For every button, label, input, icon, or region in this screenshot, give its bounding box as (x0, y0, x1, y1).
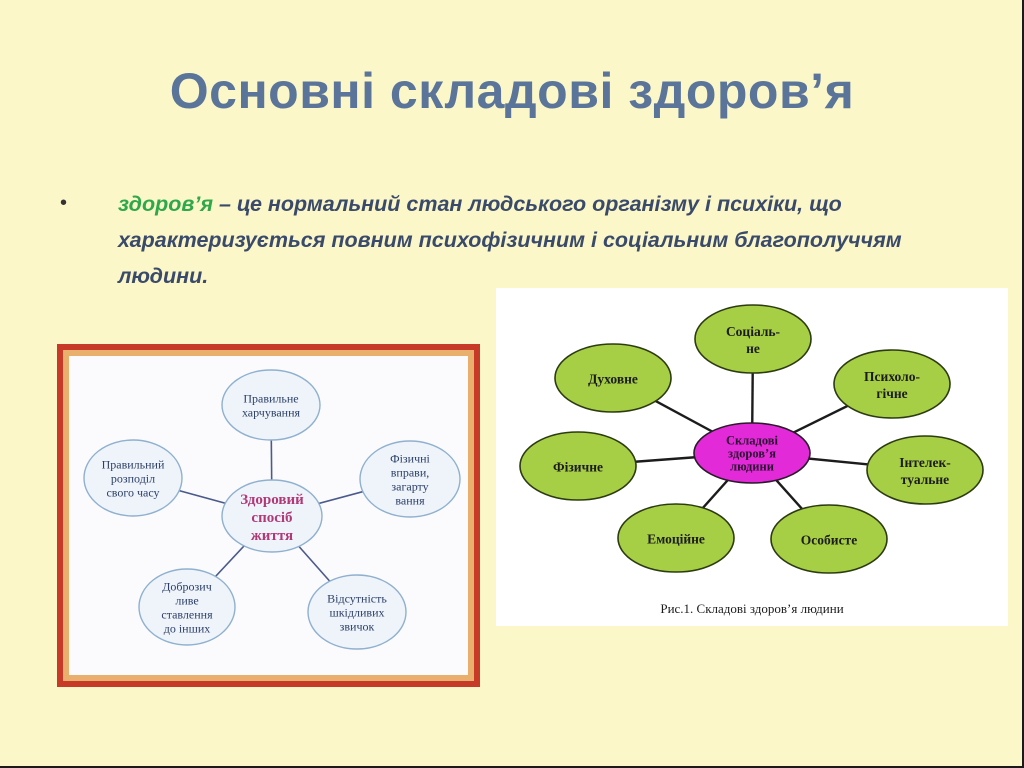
label-spiritual: Духовне (588, 372, 638, 387)
label-psych: Психоло-гічне (864, 369, 920, 401)
node-physical (519, 431, 637, 501)
slide-title: Основні складові здоров’я (169, 63, 855, 119)
definition-term: здоров’я (118, 192, 213, 216)
node-social (694, 304, 812, 374)
label-physical: Фізичне (553, 460, 603, 475)
node-center (693, 422, 811, 484)
definition-paragraph: здоров’я – це нормальний стан людського … (118, 186, 968, 294)
node-nutrition (221, 369, 321, 441)
node-kindness (138, 568, 236, 646)
node-center (221, 479, 323, 553)
diagram-caption: Рис.1. Складові здоров’я людини (660, 601, 843, 616)
node-no-habits (307, 574, 407, 650)
label-personal: Особисте (801, 533, 857, 548)
health-components-svg: Соціаль-неПсихоло-гічнеІнтелек-туальнеОс… (519, 304, 984, 616)
node-spiritual (554, 343, 672, 413)
bullet-marker: • (60, 192, 68, 214)
node-personal (770, 504, 888, 574)
node-emotional (617, 503, 735, 573)
label-intel: Інтелек-туальне (899, 455, 951, 487)
node-psych (833, 349, 951, 419)
label-social: Соціаль-не (726, 324, 780, 356)
node-exercise (359, 440, 461, 518)
node-intel (866, 435, 984, 505)
node-time (83, 439, 183, 517)
label-emotional: Емоційне (647, 532, 705, 547)
definition-text: – це нормальний стан людського організму… (118, 192, 902, 288)
